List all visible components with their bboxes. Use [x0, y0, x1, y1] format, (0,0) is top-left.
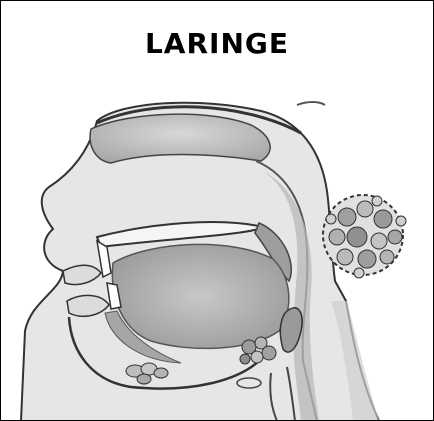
figure-title: LARINGE	[1, 27, 433, 60]
top-mark	[297, 102, 325, 105]
head-sagittal-illustration	[1, 91, 433, 420]
tongue	[112, 244, 288, 348]
tumor-cluster	[323, 195, 406, 278]
